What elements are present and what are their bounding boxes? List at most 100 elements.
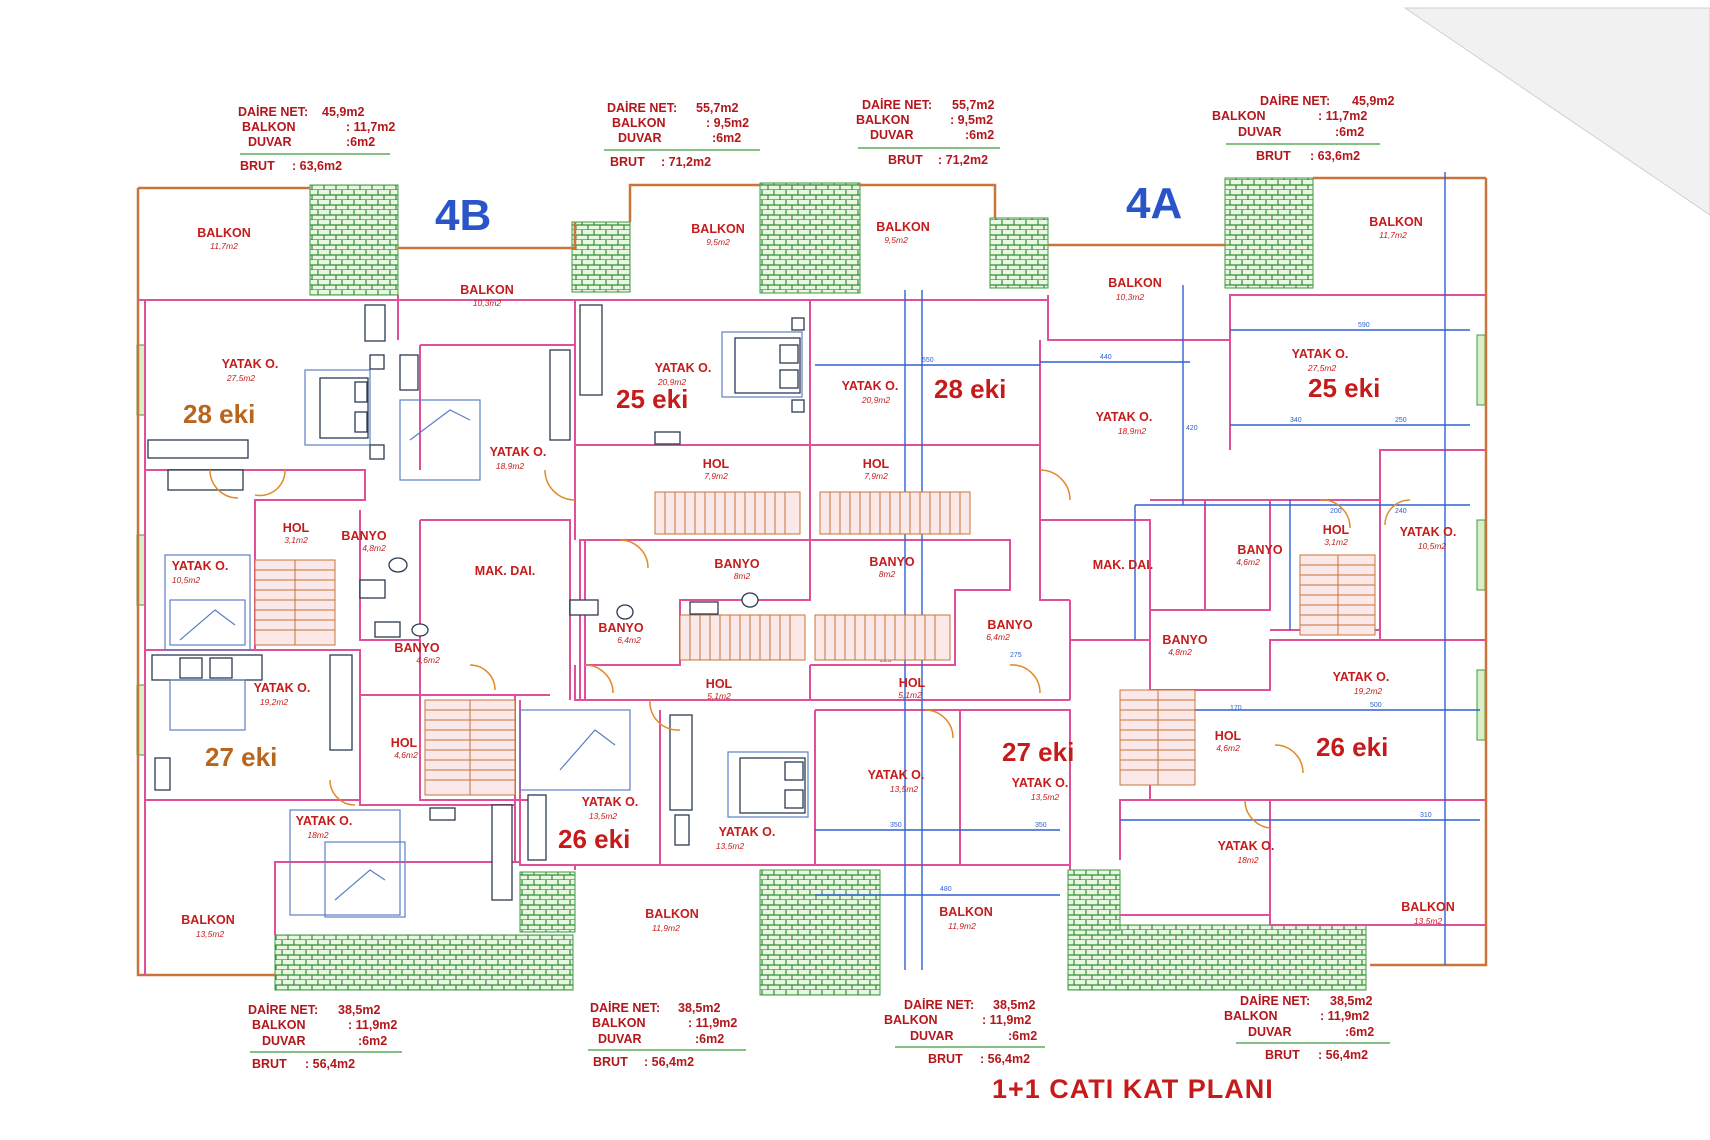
svg-text:DUVAR: DUVAR bbox=[1238, 125, 1282, 139]
svg-text:YATAK O.: YATAK O. bbox=[490, 445, 547, 459]
svg-text:4,8m2: 4,8m2 bbox=[362, 543, 386, 553]
svg-text:BRUT: BRUT bbox=[610, 155, 645, 169]
svg-text:590: 590 bbox=[1358, 322, 1370, 329]
svg-text:27,5m2: 27,5m2 bbox=[1307, 363, 1337, 373]
page-fold bbox=[1403, 7, 1710, 216]
svg-text:BRUT: BRUT bbox=[928, 1052, 963, 1066]
svg-text:: 11,9m2: : 11,9m2 bbox=[982, 1013, 1031, 1027]
svg-text:YATAK O.: YATAK O. bbox=[254, 681, 311, 695]
svg-text:BALKON: BALKON bbox=[1369, 215, 1422, 229]
svg-text:420: 420 bbox=[1186, 425, 1198, 432]
svg-text:350: 350 bbox=[890, 822, 902, 829]
svg-text:BALKON: BALKON bbox=[252, 1018, 305, 1032]
svg-text:HOL: HOL bbox=[706, 677, 733, 691]
svg-text:BALKON: BALKON bbox=[876, 220, 929, 234]
svg-text:: 11,7m2: : 11,7m2 bbox=[346, 120, 395, 134]
svg-text:18m2: 18m2 bbox=[1237, 855, 1259, 865]
svg-text:11,9m2: 11,9m2 bbox=[652, 923, 680, 933]
svg-text:BALKON: BALKON bbox=[612, 116, 665, 130]
svg-text:38,5m2: 38,5m2 bbox=[1330, 994, 1372, 1008]
svg-text:13,5m2: 13,5m2 bbox=[589, 811, 618, 821]
svg-text:18m2: 18m2 bbox=[307, 830, 329, 840]
svg-text::6m2: :6m2 bbox=[695, 1032, 724, 1046]
svg-text:: 63,6m2: : 63,6m2 bbox=[292, 159, 342, 173]
room-yatak-l3: YATAK O.10,5m2 bbox=[172, 559, 229, 585]
unit-summary-bottom-1: DAİRE NET: 38,5m2 BALKON : 11,9m2 DUVAR … bbox=[248, 1002, 402, 1071]
svg-text:BALKON: BALKON bbox=[181, 913, 234, 927]
svg-text:19,2m2: 19,2m2 bbox=[1354, 686, 1383, 696]
svg-text:DAİRE NET:: DAİRE NET: bbox=[607, 100, 677, 115]
svg-text:BRUT: BRUT bbox=[240, 159, 275, 173]
svg-text:45,9m2: 45,9m2 bbox=[322, 105, 364, 119]
svg-text:55,7m2: 55,7m2 bbox=[952, 98, 994, 112]
eki-label-l-mid: 27 eki bbox=[205, 742, 277, 772]
svg-text:: 56,4m2: : 56,4m2 bbox=[305, 1057, 355, 1071]
svg-text:HOL: HOL bbox=[899, 676, 926, 690]
svg-text:18,9m2: 18,9m2 bbox=[1118, 426, 1147, 436]
svg-text:38,5m2: 38,5m2 bbox=[993, 998, 1035, 1012]
svg-text:YATAK O.: YATAK O. bbox=[1012, 776, 1069, 790]
unit-summary-top-4: DAİRE NET: 45,9m2 BALKON : 11,7m2 DUVAR … bbox=[1212, 93, 1394, 163]
svg-text:YATAK O.: YATAK O. bbox=[296, 814, 353, 828]
svg-text:YATAK O.: YATAK O. bbox=[1400, 525, 1457, 539]
svg-text:45,9m2: 45,9m2 bbox=[1352, 94, 1394, 108]
svg-text:3,1m2: 3,1m2 bbox=[284, 535, 308, 545]
svg-text:4,6m2: 4,6m2 bbox=[394, 750, 418, 760]
svg-text:YATAK O.: YATAK O. bbox=[868, 768, 925, 782]
svg-text:BRUT: BRUT bbox=[888, 153, 923, 167]
svg-text:13,5m2: 13,5m2 bbox=[1031, 792, 1060, 802]
svg-text:170: 170 bbox=[1230, 705, 1242, 712]
svg-text:38,5m2: 38,5m2 bbox=[678, 1001, 720, 1015]
svg-text:DAİRE NET:: DAİRE NET: bbox=[1260, 93, 1330, 108]
room-balkon-bl: BALKON 13,5m2 bbox=[181, 913, 234, 939]
room-mak-l: MAK. DAI. bbox=[475, 564, 535, 578]
room-yatak-c4: YATAK O. 13,5m2 bbox=[1012, 776, 1069, 802]
svg-text:: 63,6m2: : 63,6m2 bbox=[1310, 149, 1360, 163]
svg-text:BANYO: BANYO bbox=[869, 555, 914, 569]
svg-text:DUVAR: DUVAR bbox=[1248, 1025, 1292, 1039]
svg-text:BALKON: BALKON bbox=[884, 1013, 937, 1027]
furniture bbox=[147, 304, 809, 918]
svg-text:HOL: HOL bbox=[1323, 523, 1350, 537]
svg-text:13,5m2: 13,5m2 bbox=[890, 784, 919, 794]
svg-text:YATAK O.: YATAK O. bbox=[1292, 347, 1349, 361]
svg-text:3,1m2: 3,1m2 bbox=[1324, 537, 1348, 547]
unit-summary-bottom-4: DAİRE NET: 38,5m2 BALKON : 11,9m2 DUVAR … bbox=[1224, 993, 1390, 1062]
terrace-hatch bbox=[274, 177, 1367, 996]
room-yatak-c1: YATAK O.20,9m2 bbox=[655, 361, 712, 387]
svg-text::6m2: :6m2 bbox=[965, 128, 994, 142]
svg-text:6,4m2: 6,4m2 bbox=[986, 632, 1010, 642]
svg-text:YATAK O.: YATAK O. bbox=[172, 559, 229, 573]
room-yatak-r2: YATAK O.18,9m2 bbox=[1096, 410, 1153, 436]
svg-text:BANYO: BANYO bbox=[714, 557, 759, 571]
svg-text:BANYO: BANYO bbox=[1162, 633, 1207, 647]
room-yatak-l1: YATAK O.27,5m2 bbox=[222, 357, 279, 383]
svg-text:18,9m2: 18,9m2 bbox=[496, 461, 525, 471]
svg-text:YATAK O.: YATAK O. bbox=[1333, 670, 1390, 684]
svg-text:: 11,9m2: : 11,9m2 bbox=[1320, 1009, 1369, 1023]
plan-title: 1+1 CATI KAT PLANI bbox=[992, 1074, 1274, 1104]
svg-text:BRUT: BRUT bbox=[1265, 1048, 1300, 1062]
svg-text:: 11,9m2: : 11,9m2 bbox=[348, 1018, 397, 1032]
svg-text:DUVAR: DUVAR bbox=[248, 135, 292, 149]
svg-text:HOL: HOL bbox=[1215, 729, 1242, 743]
svg-text:YATAK O.: YATAK O. bbox=[655, 361, 712, 375]
svg-text::6m2: :6m2 bbox=[1335, 125, 1364, 139]
svg-text::6m2: :6m2 bbox=[346, 135, 375, 149]
svg-text:11,7m2: 11,7m2 bbox=[1379, 230, 1407, 240]
svg-text:13,5m2: 13,5m2 bbox=[196, 929, 225, 939]
eki-label-c-bot: 26 eki bbox=[558, 824, 630, 854]
svg-text:BANYO: BANYO bbox=[341, 529, 386, 543]
svg-text:310: 310 bbox=[1420, 812, 1432, 819]
